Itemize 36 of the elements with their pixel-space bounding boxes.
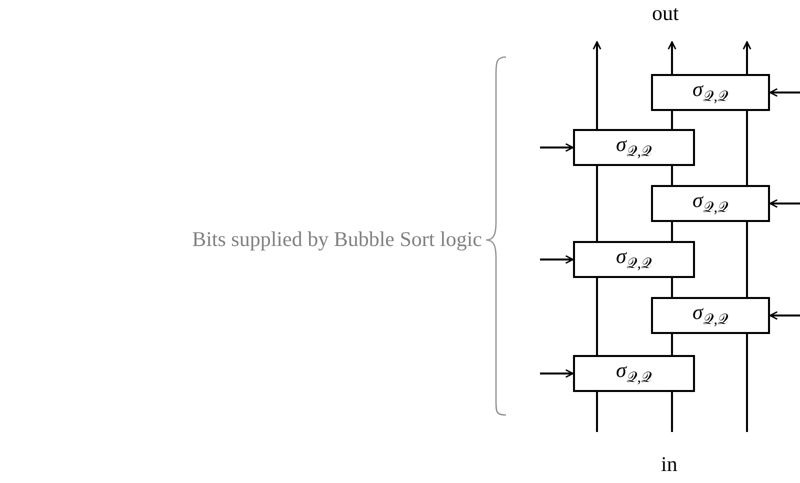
gate-label: σ$_{𝒬,𝒬}$: [692, 302, 729, 329]
arrow: [769, 199, 800, 208]
arrow: [540, 369, 574, 378]
wire: [671, 392, 673, 432]
wire: [671, 111, 673, 129]
arrow: [540, 143, 574, 152]
gate-label: σ$_{𝒬,𝒬}$: [616, 246, 652, 273]
wire: [671, 278, 673, 297]
arrow: [769, 311, 800, 320]
wire: [668, 41, 676, 74]
wire: [671, 334, 673, 355]
wire: [742, 41, 752, 74]
gate-label: σ$_{𝒬,𝒬}$: [616, 134, 652, 161]
process-box: [651, 74, 770, 111]
process-box: [651, 185, 770, 222]
wire: [592, 41, 602, 129]
process-box: [573, 355, 695, 392]
wire: [746, 111, 748, 185]
wire: [746, 334, 748, 432]
port-label: out: [652, 3, 679, 24]
arrow: [769, 88, 800, 97]
wire: [746, 222, 748, 297]
port-label: in: [661, 454, 678, 475]
wire: [596, 392, 598, 432]
wire: [596, 166, 598, 241]
gate-label: σ$_{𝒬,𝒬}$: [692, 190, 729, 217]
wire: [671, 166, 673, 185]
arrow: [540, 255, 574, 264]
wire: [671, 222, 673, 241]
gate-label: σ$_{𝒬,𝒬}$: [692, 79, 729, 106]
process-box: [573, 129, 695, 166]
gate-label: σ$_{𝒬,𝒬}$: [616, 360, 652, 387]
process-box: [651, 297, 770, 334]
process-box: [573, 241, 695, 278]
wire: [596, 278, 598, 355]
annotation-text: Bits supplied by Bubble Sort logic: [192, 229, 482, 250]
